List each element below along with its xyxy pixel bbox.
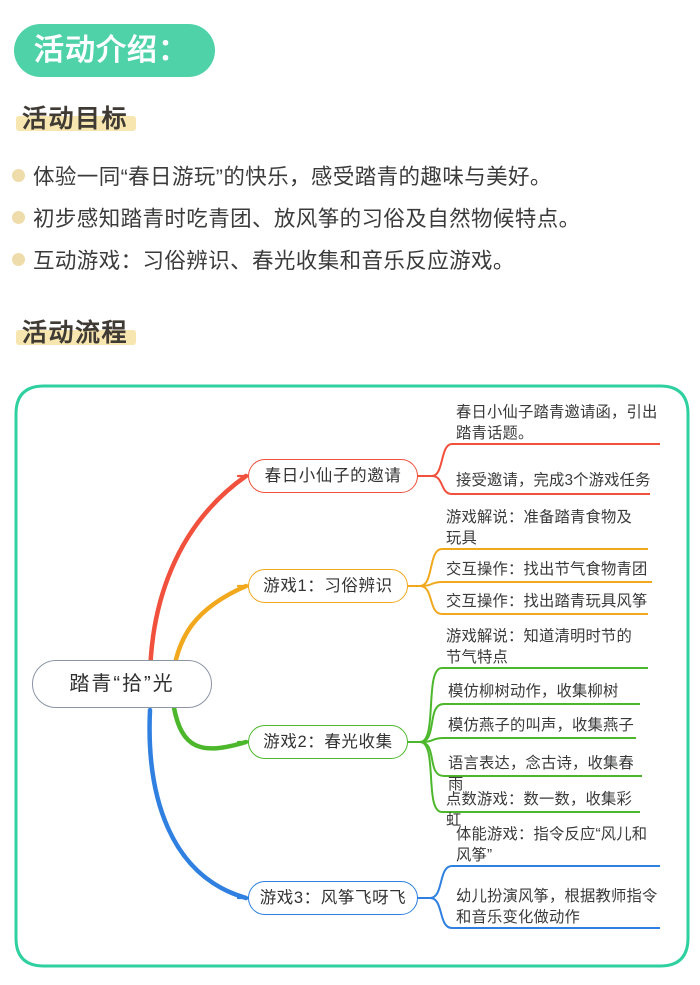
mindmap-leaf-text-2-2: 交互操作：找出节气食物青团: [446, 561, 648, 578]
mindmap-leaf-4-1[interactable]: 体能游戏：指令反应“风儿和风筝”: [452, 824, 662, 869]
mindmap-leaf-3-4[interactable]: 语言表达，念古诗，收集春雨: [444, 753, 642, 798]
mindmap-branch-node-2[interactable]: 游戏1：习俗辨识: [248, 569, 408, 603]
section-title-text: 活动介绍：: [34, 33, 189, 67]
mindmap-connectors: [14, 384, 690, 968]
mindmap-leaf-1-2[interactable]: 接受邀请，完成3个游戏任务: [452, 470, 664, 494]
mindmap-branch-label-2: 游戏1：习俗辨识: [263, 576, 393, 595]
leaf-connector-3-5: [419, 741, 640, 813]
mindmap-leaf-text-4-2: 幼儿扮演风筝，根据教师指令和音乐变化做动作: [456, 888, 658, 926]
leaf-connector-3-2: [419, 703, 640, 743]
flow-heading: 活动流程: [16, 319, 137, 347]
leaf-connector-1-1: [431, 443, 660, 477]
mindmap-leaf-4-2[interactable]: 幼儿扮演风筝，根据教师指令和音乐变化做动作: [452, 886, 662, 931]
mindmap-branch-label-4: 游戏3：风筝飞呀飞: [259, 888, 407, 907]
bullet-dot-icon: [12, 211, 25, 224]
trunk-curve-1: [147, 473, 249, 685]
list-item-text: 初步感知踏青时吃青团、放风筝的习俗及自然物候特点。: [33, 207, 581, 231]
mindmap-branch-node-3[interactable]: 游戏2：春光收集: [248, 725, 408, 759]
mindmap-leaf-text-3-1: 游戏解说：知道清明时节的节气特点: [446, 628, 632, 666]
mindmap-root-label: 踏青“拾”光: [69, 673, 175, 695]
mindmap-root-node[interactable]: 踏青“拾”光: [32, 660, 212, 708]
flow-heading-highlight: [16, 330, 137, 346]
mindmap-leaf-2-1[interactable]: 游戏解说：准备踏青食物及玩具: [442, 507, 648, 552]
goals-heading: 活动目标: [16, 105, 137, 133]
list-item: 初步感知踏青时吃青团、放风筝的习俗及自然物候特点。: [12, 202, 688, 236]
list-item-text: 互动游戏：习俗辨识、春光收集和音乐反应游戏。: [33, 249, 515, 273]
mindmap-leaf-2-3[interactable]: 交互操作：找出踏青玩具风筝: [442, 591, 654, 615]
trunk-curve-3: [171, 705, 249, 751]
mindmap-frame: [14, 384, 690, 968]
list-item-text: 体验一同“春日游玩”的快乐，感受踏青的趣味与美好。: [33, 165, 552, 189]
goals-list: 体验一同“春日游玩”的快乐，感受踏青的趣味与美好。 初步感知踏青时吃青团、放风筝…: [12, 160, 688, 286]
list-item: 互动游戏：习俗辨识、春光收集和音乐反应游戏。: [12, 244, 688, 278]
bullet-dot-icon: [12, 169, 25, 182]
mindmap-leaf-text-2-3: 交互操作：找出踏青玩具风筝: [446, 593, 648, 610]
mindmap-leaf-2-2[interactable]: 交互操作：找出节气食物青团: [442, 559, 654, 583]
flow-heading-text: 活动流程: [22, 319, 129, 347]
leaf-connector-2-1: [419, 548, 648, 587]
mindmap-leaf-text-3-3: 模仿燕子的叫声，收集燕子: [448, 717, 634, 734]
goals-heading-text: 活动目标: [22, 105, 129, 133]
mindmap-leaf-text-1-2: 接受邀请，完成3个游戏任务: [456, 472, 651, 489]
mindmap-leaf-3-1[interactable]: 游戏解说：知道清明时节的节气特点: [442, 626, 648, 671]
leaf-connector-4-2: [429, 897, 660, 929]
goals-heading-highlight: [16, 116, 137, 132]
mindmap-branch-label-3: 游戏2：春光收集: [263, 732, 393, 751]
list-item: 体验一同“春日游玩”的快乐，感受踏青的趣味与美好。: [12, 160, 688, 194]
mindmap-leaf-text-4-1: 体能游戏：指令反应“风儿和风筝”: [456, 826, 648, 864]
mindmap-leaf-1-1[interactable]: 春日小仙子踏青邀请函，引出踏青话题。: [452, 402, 664, 447]
leaf-connector-1-2: [431, 475, 650, 495]
leaf-connector-3-1: [419, 667, 648, 743]
trunk-curve-4: [147, 707, 249, 901]
bullet-dot-icon: [12, 253, 25, 266]
mindmap-leaf-text-1-1: 春日小仙子踏青邀请函，引出踏青话题。: [456, 404, 658, 442]
mindmap-leaf-text-3-2: 模仿柳树动作，收集柳树: [448, 683, 619, 700]
section-title-badge: 活动介绍：: [14, 24, 215, 77]
mindmap-branch-label-1: 春日小仙子的邀请: [264, 466, 402, 485]
mindmap-leaf-text-3-4: 语言表达，念古诗，收集春雨: [448, 755, 634, 793]
mindmap-branch-node-4[interactable]: 游戏3：风筝飞呀飞: [248, 881, 418, 915]
mindmap-leaf-text-3-5: 点数游戏：数一数，收集彩虹: [446, 791, 632, 829]
leaf-connector-4-1: [429, 865, 660, 899]
activity-flow-mindmap: 踏青“拾”光 春日小仙子的邀请 游戏1：习俗辨识 游戏2：春光收集 游戏3：风筝…: [0, 376, 700, 976]
leaf-connector-2-3: [419, 585, 648, 615]
mindmap-leaf-3-5[interactable]: 点数游戏：数一数，收集彩虹: [442, 789, 640, 834]
mindmap-branch-node-1[interactable]: 春日小仙子的邀请: [248, 459, 418, 493]
mindmap-leaf-text-2-1: 游戏解说：准备踏青食物及玩具: [446, 509, 632, 547]
mindmap-leaf-3-2[interactable]: 模仿柳树动作，收集柳树: [444, 681, 640, 705]
mindmap-leaf-3-3[interactable]: 模仿燕子的叫声，收集燕子: [444, 715, 636, 739]
